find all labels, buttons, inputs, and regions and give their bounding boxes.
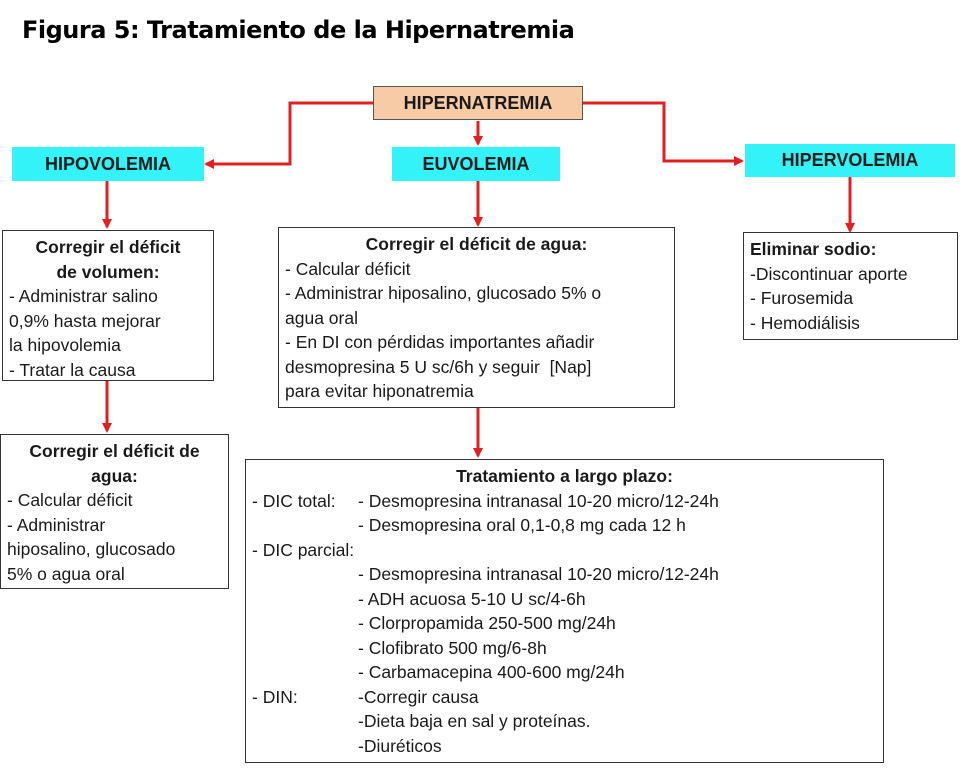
box-line: hiposalino, glucosado <box>7 539 176 559</box>
box-tratamiento-largo-plazo: Tratamiento a largo plazo: - DIC total: … <box>245 459 884 763</box>
din-row: - DIN: -Corregir causa <box>252 685 877 710</box>
box-line: - Calcular déficit <box>7 490 133 510</box>
box-deficit-agua-euvolemia: Corregir el déficit de agua: - Calcular … <box>278 227 675 408</box>
box-heading-line: Corregir el déficit <box>35 237 181 257</box>
box-line: - Hemodiálisis <box>750 312 860 333</box>
figure-title: Figura 5: Tratamiento de la Hipernatremi… <box>22 16 575 44</box>
arrow-root-hipovolemia <box>204 101 373 169</box>
treatment-item: -Diuréticos <box>358 735 442 756</box>
dic-parcial-label: - DIC parcial: <box>252 539 355 560</box>
treatment-item: - Desmopresina intranasal 10-20 micro/12… <box>358 564 719 584</box>
node-euvolemia: EUVOLEMIA <box>392 147 560 181</box>
node-hipovolemia: HIPOVOLEMIA <box>12 147 204 181</box>
box-line: - Administrar salino <box>9 286 158 306</box>
dic-total-row: - DIC total: - Desmopresina intranasal 1… <box>252 489 877 514</box>
dic-parcial-row: - Desmopresina intranasal 10-20 micro/12… <box>252 562 877 587</box>
box-deficit-agua-hipovolemia: Corregir el déficit de agua: - Calcular … <box>0 434 229 589</box>
box-eliminar-sodio: Eliminar sodio: -Discontinuar aporte - F… <box>743 232 958 340</box>
dic-parcial-row: - ADH acuosa 5-10 U sc/4-6h <box>252 587 877 612</box>
treatment-item: -Corregir causa <box>358 686 479 707</box>
din-row: -Diuréticos <box>252 734 877 759</box>
box-heading-line: Corregir el déficit de <box>29 441 200 461</box>
box-line: - En DI con pérdidas importantes añadir <box>285 332 595 352</box>
treatment-item: - Desmopresina oral 0,1-0,8 mg cada 12 h <box>358 515 686 535</box>
treatment-item: - Desmopresina intranasal 10-20 micro/12… <box>358 490 719 511</box>
box-line: para evitar hiponatremia <box>285 381 474 401</box>
din-label: - DIN: <box>252 686 298 707</box>
box-line: desmopresina 5 U sc/6h y seguir [Nap] <box>285 356 592 377</box>
dic-parcial-row: - Carbamacepina 400-600 mg/24h <box>252 660 877 685</box>
treatment-item: -Dieta baja en sal y proteínas. <box>358 711 591 731</box>
node-hipernatremia: HIPERNATREMIA <box>373 86 583 120</box>
box-line: - Furosemida <box>750 288 854 308</box>
box-line: -Discontinuar aporte <box>750 263 908 284</box>
box-line: agua oral <box>285 307 358 328</box>
box-line: 5% o agua oral <box>7 563 125 584</box>
treatment-item: - Clofibrato 500 mg/6-8h <box>358 637 547 658</box>
box-heading: Eliminar sodio: <box>750 239 877 259</box>
arrow-root-hipervolemia <box>583 101 744 166</box>
box-line: 0,9% hasta mejorar <box>9 310 161 331</box>
box-line: - Calcular déficit <box>285 258 411 279</box>
box-heading-line: agua: <box>91 465 138 486</box>
dic-parcial-row: - Clofibrato 500 mg/6-8h <box>252 636 877 661</box>
box-deficit-volumen: Corregir el déficit de volumen: - Admini… <box>2 230 214 381</box>
treatment-item: - ADH acuosa 5-10 U sc/4-6h <box>358 588 586 609</box>
box-line: la hipovolemia <box>9 335 121 355</box>
dic-parcial-row: - Clorpropamida 250-500 mg/24h <box>252 611 877 636</box>
box-line: - Administrar <box>7 514 106 535</box>
box-heading: Tratamiento a largo plazo: <box>456 466 673 486</box>
treatment-item: - Carbamacepina 400-600 mg/24h <box>358 662 625 682</box>
box-line: - Tratar la causa <box>9 359 136 380</box>
treatment-item: - Clorpropamida 250-500 mg/24h <box>358 613 616 633</box>
box-line: - Administrar hiposalino, glucosado 5% o <box>285 283 602 303</box>
dic-total-row: - Desmopresina oral 0,1-0,8 mg cada 12 h <box>252 513 877 538</box>
din-row: -Dieta baja en sal y proteínas. <box>252 709 877 734</box>
box-heading: Corregir el déficit de agua: <box>365 234 588 254</box>
node-hipervolemia: HIPERVOLEMIA <box>745 144 955 177</box>
dic-parcial-row: - DIC parcial: <box>252 538 877 563</box>
dic-total-label: - DIC total: <box>252 490 336 511</box>
box-heading-line: de volumen: <box>56 261 160 282</box>
